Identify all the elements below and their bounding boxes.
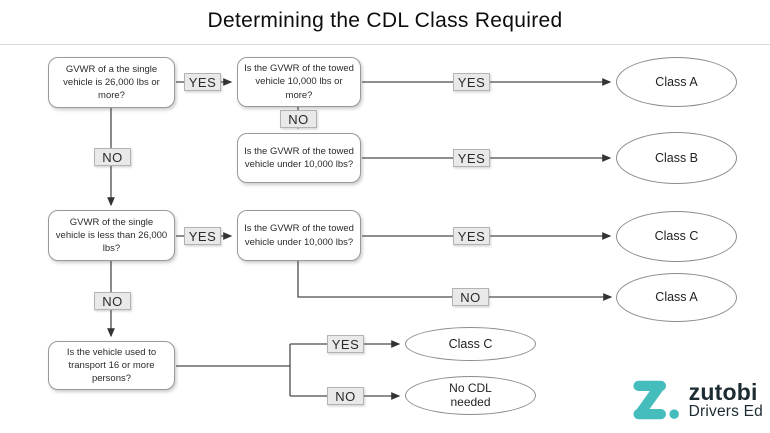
outcome-ellipse-class-a-2: Class A bbox=[616, 273, 737, 322]
outcome-ellipse-class-c-1: Class C bbox=[616, 211, 737, 262]
zutobi-z-icon bbox=[633, 380, 679, 420]
branch-label-yes-1: YES bbox=[184, 73, 221, 91]
page-title: Determining the CDL Class Required bbox=[207, 9, 563, 32]
branch-label-yes-5: YES bbox=[453, 227, 490, 245]
branch-label-no-2: NO bbox=[94, 148, 131, 166]
decision-box-gvwr-single-less-26000: GVWR of the single vehicle is less than … bbox=[48, 210, 175, 261]
decision-box-towed-under-10000-b: Is the GVWR of the towed vehicle under 1… bbox=[237, 133, 361, 183]
outcome-ellipse-class-c-2: Class C bbox=[405, 327, 536, 361]
outcome-ellipse-class-a-1: Class A bbox=[616, 57, 737, 107]
decision-box-towed-10000-or-more: Is the GVWR of the towed vehicle 10,000 … bbox=[237, 57, 361, 107]
branch-label-yes-2: YES bbox=[453, 73, 490, 91]
branch-label-yes-4: YES bbox=[184, 227, 221, 245]
branch-label-no-5: NO bbox=[327, 387, 364, 405]
logo-tagline: Drivers Ed bbox=[688, 402, 763, 420]
logo-brand: zutobi bbox=[688, 378, 758, 405]
decision-box-towed-under-10000-c: Is the GVWR of the towed vehicle under 1… bbox=[237, 210, 361, 261]
title-divider bbox=[0, 44, 770, 45]
decision-box-transport-16-persons: Is the vehicle used to transport 16 or m… bbox=[48, 341, 175, 390]
outcome-ellipse-no-cdl: No CDL needed bbox=[405, 376, 536, 415]
logo-text: zutobi Drivers Ed bbox=[689, 380, 763, 420]
zutobi-logo: zutobi Drivers Ed bbox=[633, 377, 763, 423]
outcome-ellipse-class-b: Class B bbox=[616, 132, 737, 184]
branch-label-yes-3: YES bbox=[453, 149, 490, 167]
branch-label-yes-6: YES bbox=[327, 335, 364, 353]
branch-label-no-4: NO bbox=[94, 292, 131, 310]
branch-label-no-3: NO bbox=[452, 288, 489, 306]
branch-label-no-1: NO bbox=[280, 110, 317, 128]
decision-box-gvwr-single-26000: GVWR of a the single vehicle is 26,000 l… bbox=[48, 57, 175, 108]
